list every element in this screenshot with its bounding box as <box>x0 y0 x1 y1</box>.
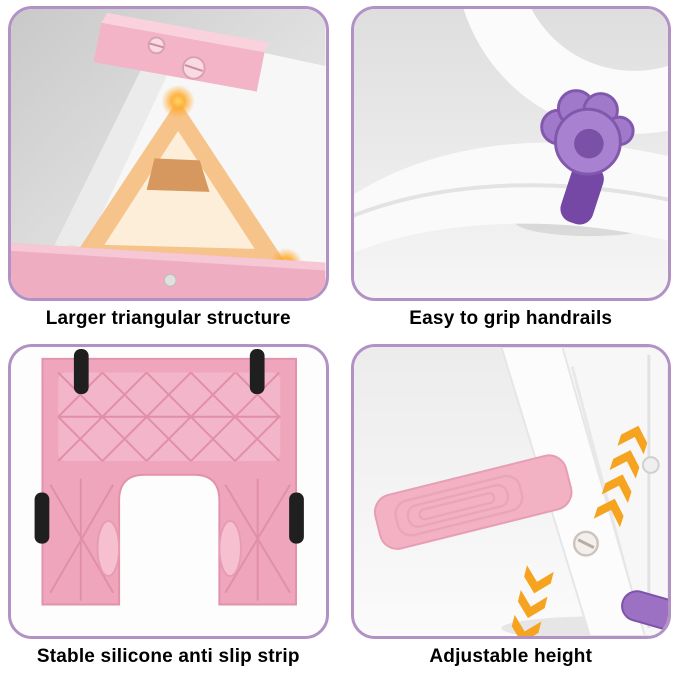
caption-triangular-structure: Larger triangular structure <box>45 308 291 329</box>
product-photo-triangular-structure-icon <box>11 9 326 298</box>
feature-cell-triangular-structure: Larger triangular structure <box>8 6 329 338</box>
feature-panel-triangular-structure <box>8 6 329 301</box>
feature-panel-adjustable-height <box>350 343 671 639</box>
feature-cell-anti-slip-strip: Stable silicone anti slip strip <box>8 343 329 676</box>
step-pedal-icon <box>373 453 572 550</box>
feature-panel-anti-slip-strip <box>8 343 329 639</box>
product-photo-anti-slip-strip-icon <box>11 346 326 636</box>
handrail-grip-icon <box>539 89 635 225</box>
feature-cell-grip-handrails: Easy to grip handrails <box>350 6 671 338</box>
feature-cell-adjustable-height: Adjustable height <box>350 343 671 676</box>
chevron-down-icon <box>511 564 554 636</box>
feature-grid: Larger triangular structure <box>8 6 671 675</box>
glow-dot-icon <box>161 84 195 119</box>
chevron-up-icon <box>593 425 647 527</box>
feature-panel-grip-handrails <box>350 6 671 301</box>
anti-slip-strips-icon <box>34 348 304 544</box>
caption-anti-slip-strip: Stable silicone anti slip strip <box>36 645 300 667</box>
caption-grip-handrails: Easy to grip handrails <box>409 308 613 329</box>
caption-adjustable-height: Adjustable height <box>429 645 593 667</box>
product-photo-adjustable-height-icon <box>353 346 668 636</box>
product-photo-grip-handrails-icon <box>353 9 668 298</box>
